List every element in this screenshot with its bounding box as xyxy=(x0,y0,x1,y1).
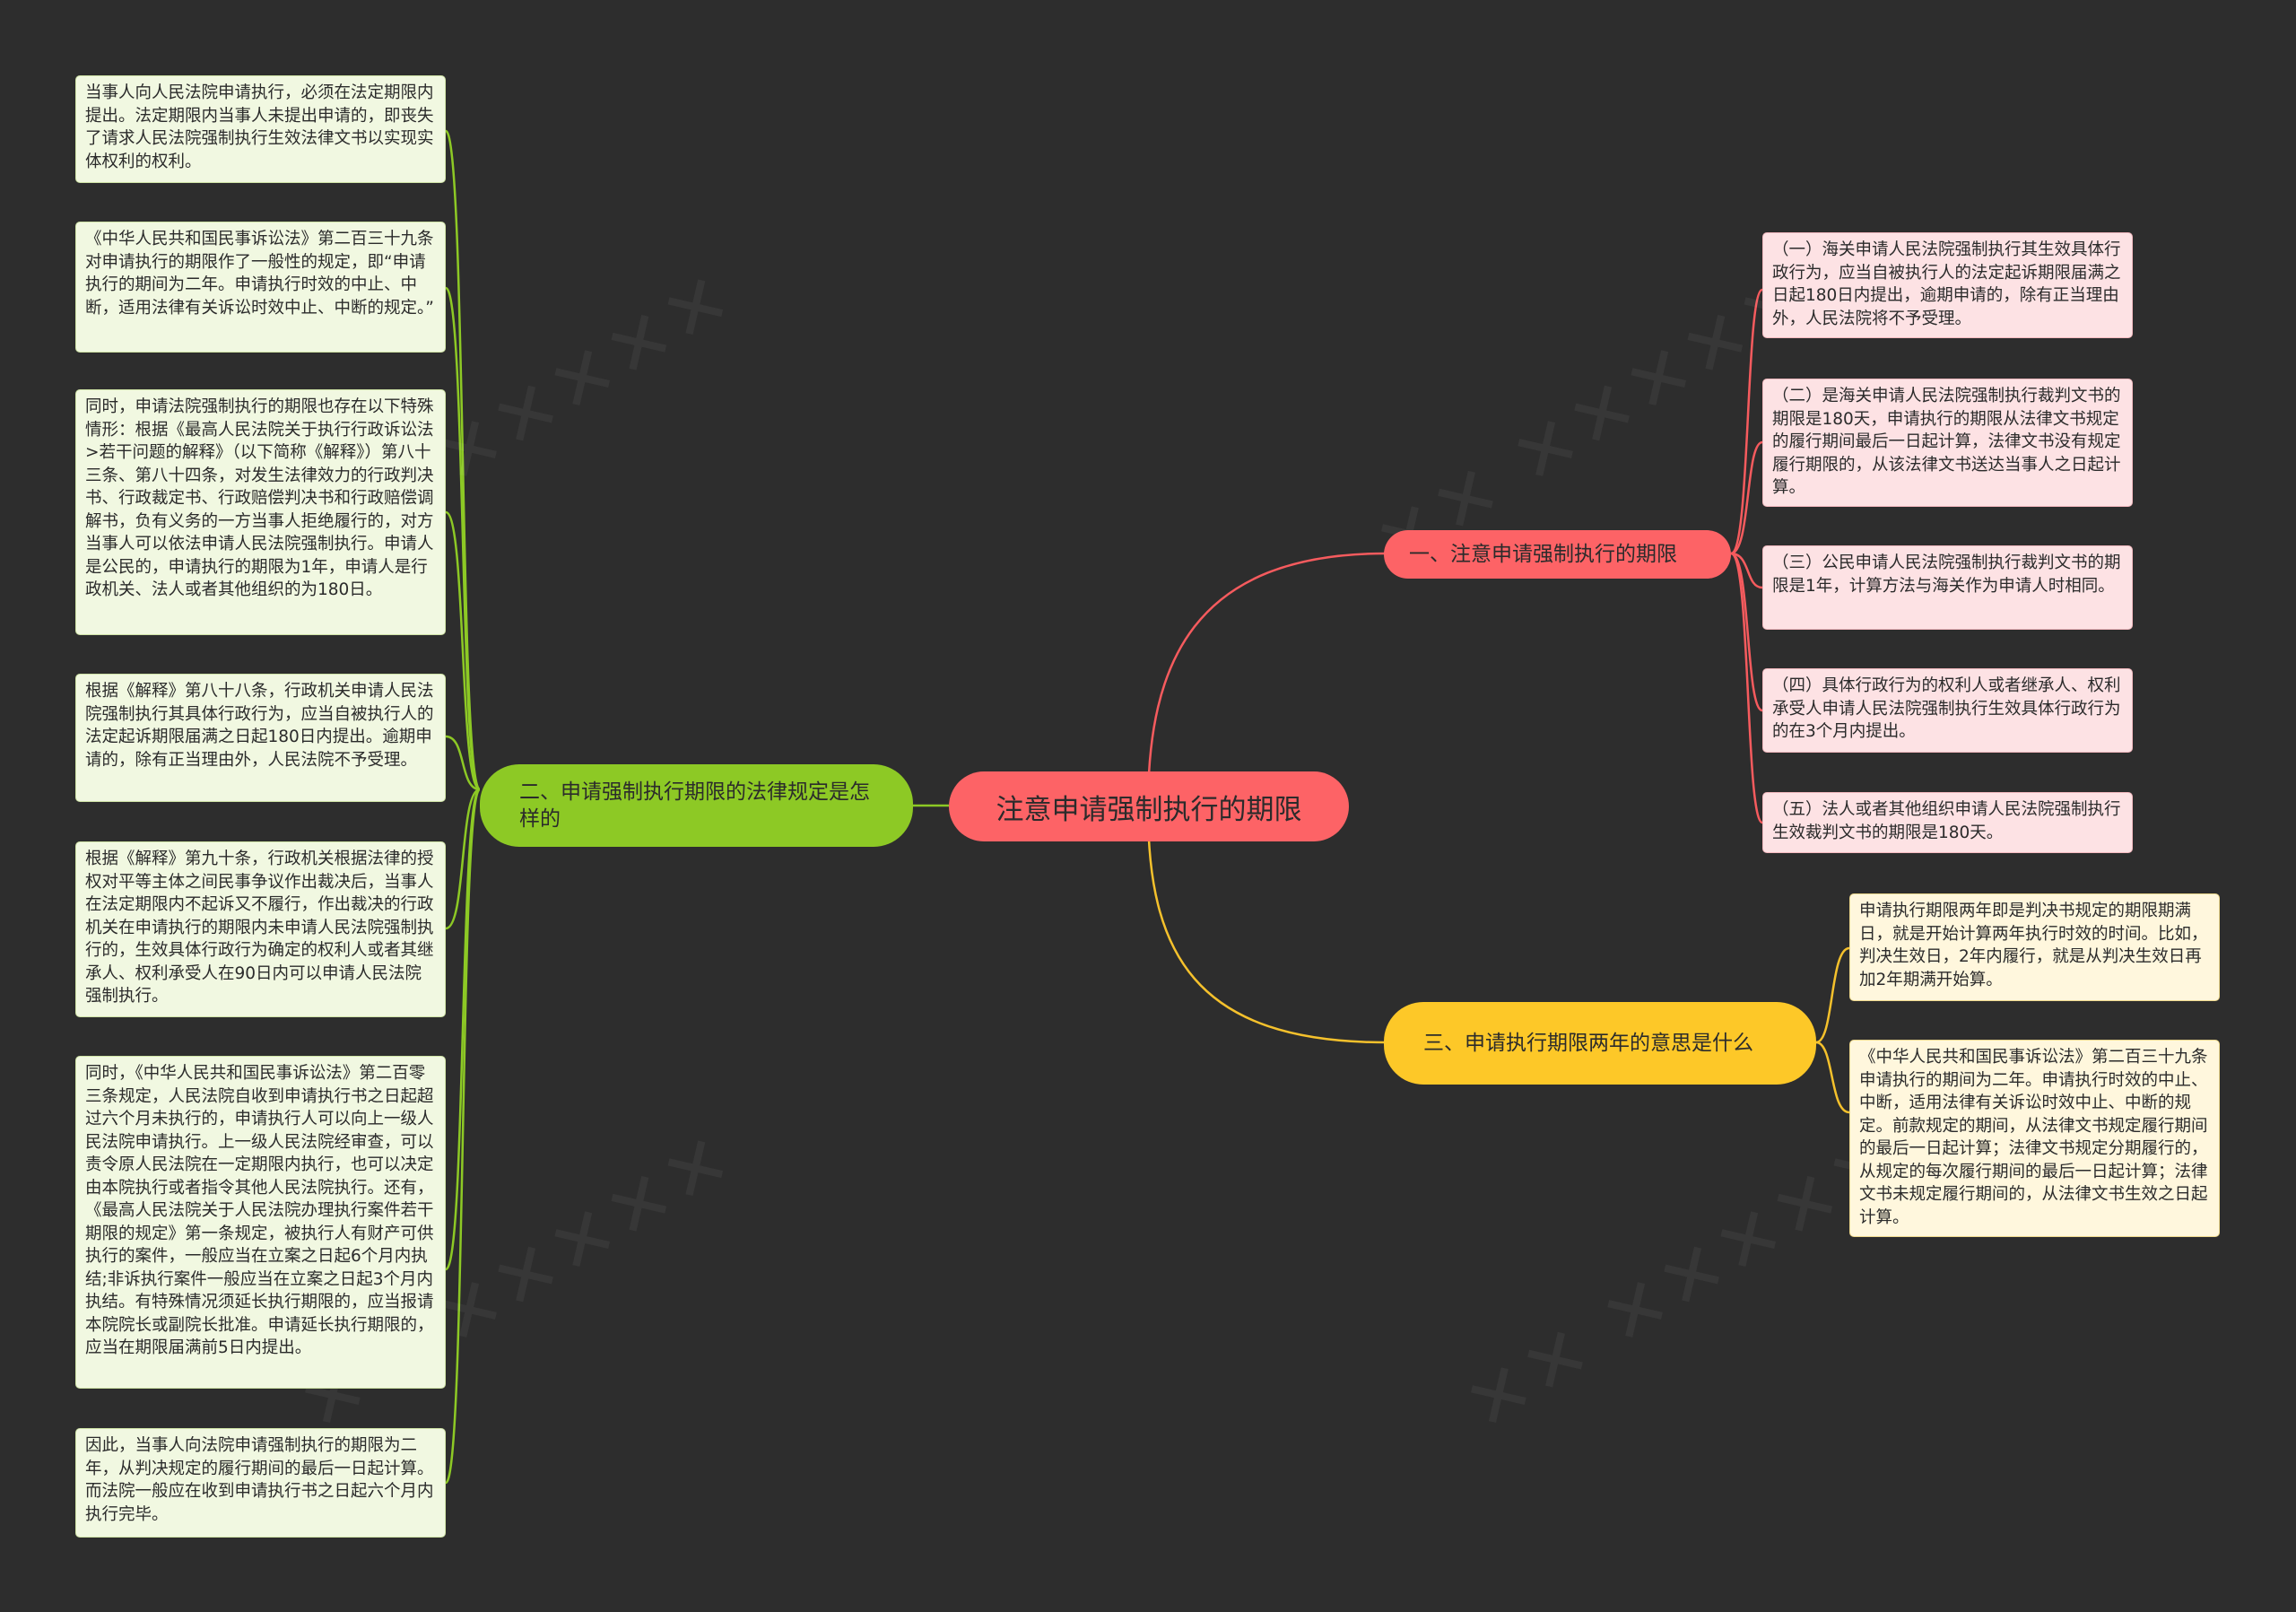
b2-leaf-6-text: 同时，《中华人民共和国民事诉讼法》第二百零三条规定，人民法院自收到申请执行书之日… xyxy=(85,1064,434,1357)
b2-leaf-5-text: 根据《解释》第九十条，行政机关根据法律的授权对平等主体之间民事争议作出裁决后，当… xyxy=(85,850,434,1006)
b2-leaf-4[interactable]: 根据《解释》第八十八条，行政机关申请人民法院强制执行其具体行政行为，应当自被执行… xyxy=(75,674,446,802)
b1-leaf-1-text: （一）海关申请人民法院强制执行其生效具体行政行为，应当自被执行人的法定起诉期限届… xyxy=(1772,240,2121,328)
b2-leaf-3[interactable]: 同时，申请法院强制执行的期限也存在以下特殊情形：根据《最高人民法院关于执行行政诉… xyxy=(75,389,446,635)
link-b1-leaf1 xyxy=(1730,440,1763,555)
b2-leaf-6[interactable]: 同时，《中华人民共和国民事诉讼法》第二百零三条规定，人民法院自收到申请执行书之日… xyxy=(75,1056,446,1389)
b1-leaf-3[interactable]: （三）公民申请人民法院强制执行裁判文书的期限是1年，计算方法与海关作为申请人时相… xyxy=(1762,545,2133,630)
branch-2-label: 二、申请强制执行期限的法律规定是怎样的 xyxy=(519,780,870,831)
b3-leaf-1-text: 申请执行期限两年即是判决书规定的期限期满日，就是开始计算两年执行时效的时间。比如… xyxy=(1859,902,2208,989)
b2-leaf-5[interactable]: 根据《解释》第九十条，行政机关根据法律的授权对平等主体之间民事争议作出裁决后，当… xyxy=(75,841,446,1017)
link-b2-leaf6 xyxy=(444,788,482,1485)
link-b1-leaf0 xyxy=(1730,288,1764,555)
branch-2[interactable]: 二、申请强制执行期限的法律规定是怎样的 xyxy=(480,764,913,847)
link-b2-leaf3 xyxy=(445,735,481,791)
b1-leaf-3-text: （三）公民申请人民法院强制执行裁判文书的期限是1年，计算方法与海关作为申请人时相… xyxy=(1772,553,2121,596)
link-b1-leaf4 xyxy=(1730,552,1764,824)
b1-leaf-5-text: （五）法人或者其他组织申请人民法院强制执行生效裁判文书的期限是180天。 xyxy=(1772,800,2121,842)
branch-3[interactable]: 三、申请执行期限两年的意思是什么 xyxy=(1384,1002,1816,1085)
b1-leaf-1[interactable]: （一）海关申请人民法院强制执行其生效具体行政行为，应当自被执行人的法定起诉期限届… xyxy=(1762,232,2133,338)
central-topic[interactable]: 注意申请强制执行的期限 xyxy=(949,771,1349,841)
b2-leaf-2[interactable]: 《中华人民共和国民事诉讼法》第二百三十九条对申请执行的期限作了一般性的规定，即“… xyxy=(75,222,446,353)
b1-leaf-4[interactable]: （四）具体行政行为的权利人或者继承人、权利承受人申请人民法院强制执行生效具体行政… xyxy=(1762,668,2133,753)
link-central-b1 xyxy=(1146,552,1387,808)
b1-leaf-2-text: （二）是海关申请人民法院强制执行裁判文书的期限是180天，申请执行的期限从法律文… xyxy=(1772,387,2121,497)
branch-1[interactable]: 一、注意申请强制执行的期限 xyxy=(1384,530,1731,579)
b2-leaf-7-text: 因此，当事人向法院申请强制执行的期限为二年，从判决规定的履行期间的最后一日起计算… xyxy=(85,1436,434,1524)
b3-leaf-2-text: 《中华人民共和国民事诉讼法》第二百三十九条 申请执行的期间为二年。申请执行时效的… xyxy=(1859,1048,2208,1227)
link-b1-leaf3 xyxy=(1730,552,1763,712)
branch-1-label: 一、注意申请强制执行的期限 xyxy=(1409,543,1677,566)
b1-leaf-4-text: （四）具体行政行为的权利人或者继承人、权利承受人申请人民法院强制执行生效具体行政… xyxy=(1772,676,2121,741)
link-b2-leaf1 xyxy=(444,286,482,791)
link-b3-leaf1 xyxy=(1815,1041,1850,1114)
central-topic-label: 注意申请强制执行的期限 xyxy=(996,793,1302,826)
b2-leaf-1-text: 当事人向人民法院申请执行，必须在法定期限内提出。法定期限内当事人未提出申请的，即… xyxy=(85,83,434,171)
b1-leaf-2[interactable]: （二）是海关申请人民法院强制执行裁判文书的期限是180天，申请执行的期限从法律文… xyxy=(1762,379,2133,507)
b2-leaf-2-text: 《中华人民共和国民事诉讼法》第二百三十九条对申请执行的期限作了一般性的规定，即“… xyxy=(85,230,434,318)
b3-leaf-2[interactable]: 《中华人民共和国民事诉讼法》第二百三十九条 申请执行的期间为二年。申请执行时效的… xyxy=(1849,1040,2220,1237)
link-b2-leaf4 xyxy=(445,788,481,930)
b2-leaf-3-text: 同时，申请法院强制执行的期限也存在以下特殊情形：根据《最高人民法院关于执行行政诉… xyxy=(85,397,434,599)
b2-leaf-4-text: 根据《解释》第八十八条，行政机关申请人民法院强制执行其具体行政行为，应当自被执行… xyxy=(85,682,434,770)
b2-leaf-1[interactable]: 当事人向人民法院申请执行，必须在法定期限内提出。法定期限内当事人未提出申请的，即… xyxy=(75,75,446,183)
b1-leaf-5[interactable]: （五）法人或者其他组织申请人民法院强制执行生效裁判文书的期限是180天。 xyxy=(1762,792,2133,853)
b2-leaf-7[interactable]: 因此，当事人向法院申请强制执行的期限为二年，从判决规定的履行期间的最后一日起计算… xyxy=(75,1428,446,1538)
link-b2-leaf0 xyxy=(444,129,482,791)
link-b1-leaf2 xyxy=(1730,552,1763,589)
branch-3-label: 三、申请执行期限两年的意思是什么 xyxy=(1423,1032,1753,1055)
link-b2-leaf2 xyxy=(445,510,481,791)
link-central-b3 xyxy=(1146,806,1387,1044)
b3-leaf-1[interactable]: 申请执行期限两年即是判决书规定的期限期满日，就是开始计算两年执行时效的时间。比如… xyxy=(1849,893,2220,1001)
link-b3-leaf0 xyxy=(1815,946,1850,1044)
